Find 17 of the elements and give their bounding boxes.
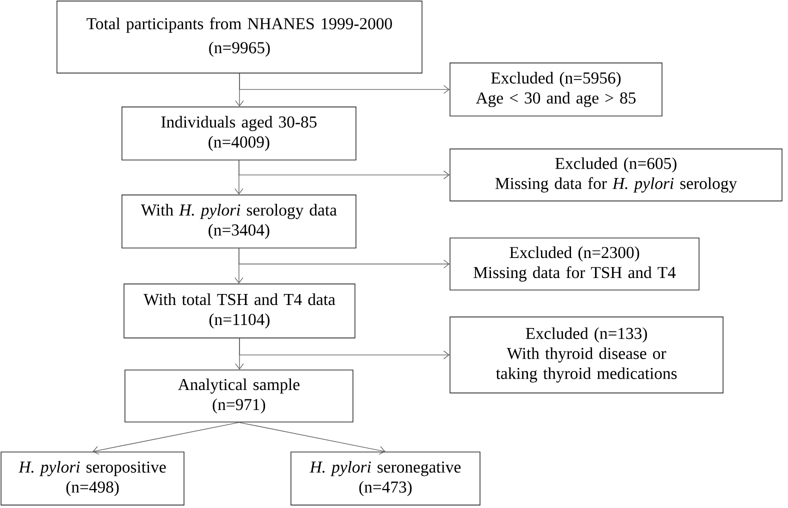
arrow — [239, 338, 450, 360]
arrow — [92, 422, 240, 455]
arrow — [239, 73, 450, 94]
arrow — [238, 160, 450, 180]
arrow — [238, 248, 450, 268]
process-box: With total TSH and T4 data (n=1104) — [124, 284, 356, 338]
exclusion-box: Excluded (n=133) With thyroid disease or taking thyroid medications — [450, 316, 724, 394]
exclusion-box: Excluded (n=5956) Age < 30 and age > 85 — [450, 62, 662, 116]
process-box: Total participants from NHANES 1999-2000 (n=9965) — [56, 0, 422, 74]
arrow — [238, 422, 386, 455]
process-box: Individuals aged 30-85 (n=4009) — [122, 106, 356, 160]
exclusion-box: Excluded (n=2300) Missing data for TSH and T4 — [450, 238, 700, 290]
process-box: H. pylori seronegative (n=473) — [290, 452, 480, 506]
process-box: With H. pylori serology data (n=3404) — [122, 194, 356, 248]
process-box: H. pylori seropositive (n=498) — [0, 452, 184, 506]
exclusion-box: Excluded (n=605) Missing data for H. pylori serology — [450, 148, 782, 202]
process-box: Analytical sample (n=971) — [124, 370, 354, 422]
